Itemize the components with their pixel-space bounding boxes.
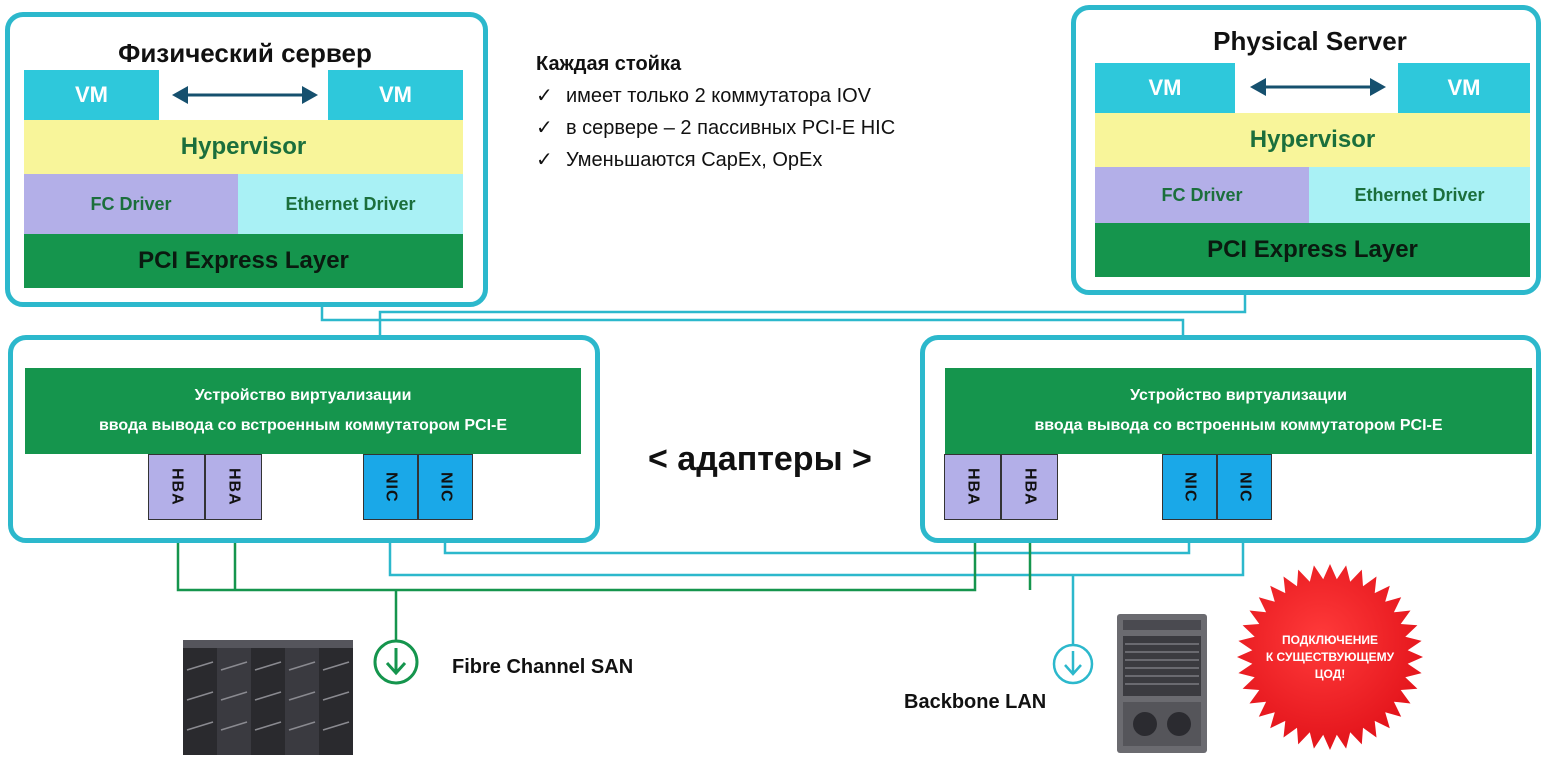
- right-vm-2: VM: [1398, 63, 1530, 113]
- right-io-virtualization-device: Устройство виртуализации ввода вывода со…: [945, 368, 1532, 454]
- right-pci-express-layer: PCI Express Layer: [1095, 223, 1530, 277]
- left-nic-port-1: NIC: [363, 454, 418, 520]
- right-nic-port-2: NIC: [1217, 454, 1272, 520]
- left-io-virtualization-device: Устройство виртуализации ввода вывода со…: [25, 368, 581, 454]
- left-hypervisor: Hypervisor: [24, 120, 463, 174]
- check-icon: ✓: [536, 149, 553, 171]
- left-ethernet-driver: Ethernet Driver: [238, 174, 463, 234]
- rack-note-item: ✓ Уменьшаются CapEx, OpEx: [536, 144, 1006, 176]
- backbone-switch-icon: [1115, 612, 1210, 755]
- left-vm-1: VM: [24, 70, 159, 120]
- san-label: Fibre Channel SAN: [452, 656, 634, 678]
- adapters-label: < адаптеры >: [648, 440, 872, 478]
- left-vm-arrow-icon: [172, 86, 318, 104]
- badge-line-2: К СУЩЕСТВУЮЩЕМУ: [1265, 650, 1395, 664]
- starburst-badge-icon: [1237, 564, 1423, 750]
- rack-note-heading: Каждая стойка: [536, 53, 682, 75]
- left-pci-express-layer: PCI Express Layer: [24, 234, 463, 288]
- rack-note-item: ✓ в сервере – 2 пассивных PCI-E HIC: [536, 112, 1006, 144]
- rack-note-text: в сервере – 2 пассивных PCI-E HIC: [566, 117, 896, 139]
- right-device-line-1: Устройство виртуализации: [1130, 387, 1347, 404]
- left-server-title: Физический сервер: [118, 38, 372, 68]
- right-device-line-2: ввода вывода со встроенным коммутатором …: [1034, 417, 1443, 434]
- rack-note: Каждая стойка ✓ имеет только 2 коммутатор…: [536, 48, 1006, 176]
- right-hba-port-1: HBA: [944, 454, 1001, 520]
- left-fc-driver: FC Driver: [24, 174, 238, 234]
- check-icon: ✓: [536, 117, 553, 139]
- right-server-title: Physical Server: [1213, 26, 1407, 56]
- right-hypervisor: Hypervisor: [1095, 113, 1530, 167]
- right-nic-port-1: NIC: [1162, 454, 1217, 520]
- connection-badge: ПОДКЛЮЧЕНИЕ К СУЩЕСТВУЮЩЕМУ ЦОД!: [1255, 632, 1405, 683]
- left-device-line-2: ввода вывода со встроенным коммутатором …: [98, 417, 508, 434]
- left-hba-port-2: HBA: [205, 454, 262, 520]
- right-vm-arrow-icon: [1250, 78, 1386, 96]
- left-hba-port-1: HBA: [148, 454, 205, 520]
- right-vm-1: VM: [1095, 63, 1235, 113]
- check-icon: ✓: [536, 85, 553, 107]
- badge-line-1: ПОДКЛЮЧЕНИЕ: [1281, 633, 1379, 647]
- lan-label: Backbone LAN: [904, 691, 1047, 713]
- left-nic-port-2: NIC: [418, 454, 473, 520]
- right-ethernet-driver: Ethernet Driver: [1309, 167, 1530, 223]
- right-fc-driver: FC Driver: [1095, 167, 1309, 223]
- left-device-line-1: Устройство виртуализации: [194, 387, 412, 404]
- badge-line-3: ЦОД!: [1314, 667, 1346, 681]
- rack-note-item: ✓ имеет только 2 коммутатора IOV: [536, 80, 1006, 112]
- rack-note-text: имеет только 2 коммутатора IOV: [566, 85, 872, 107]
- san-storage-icon: [175, 640, 360, 755]
- lan-connector-icon: [1052, 643, 1094, 685]
- san-connector-icon: [373, 639, 419, 685]
- rack-note-text: Уменьшаются CapEx, OpEx: [566, 149, 823, 171]
- right-hba-port-2: HBA: [1001, 454, 1058, 520]
- left-vm-2: VM: [328, 70, 463, 120]
